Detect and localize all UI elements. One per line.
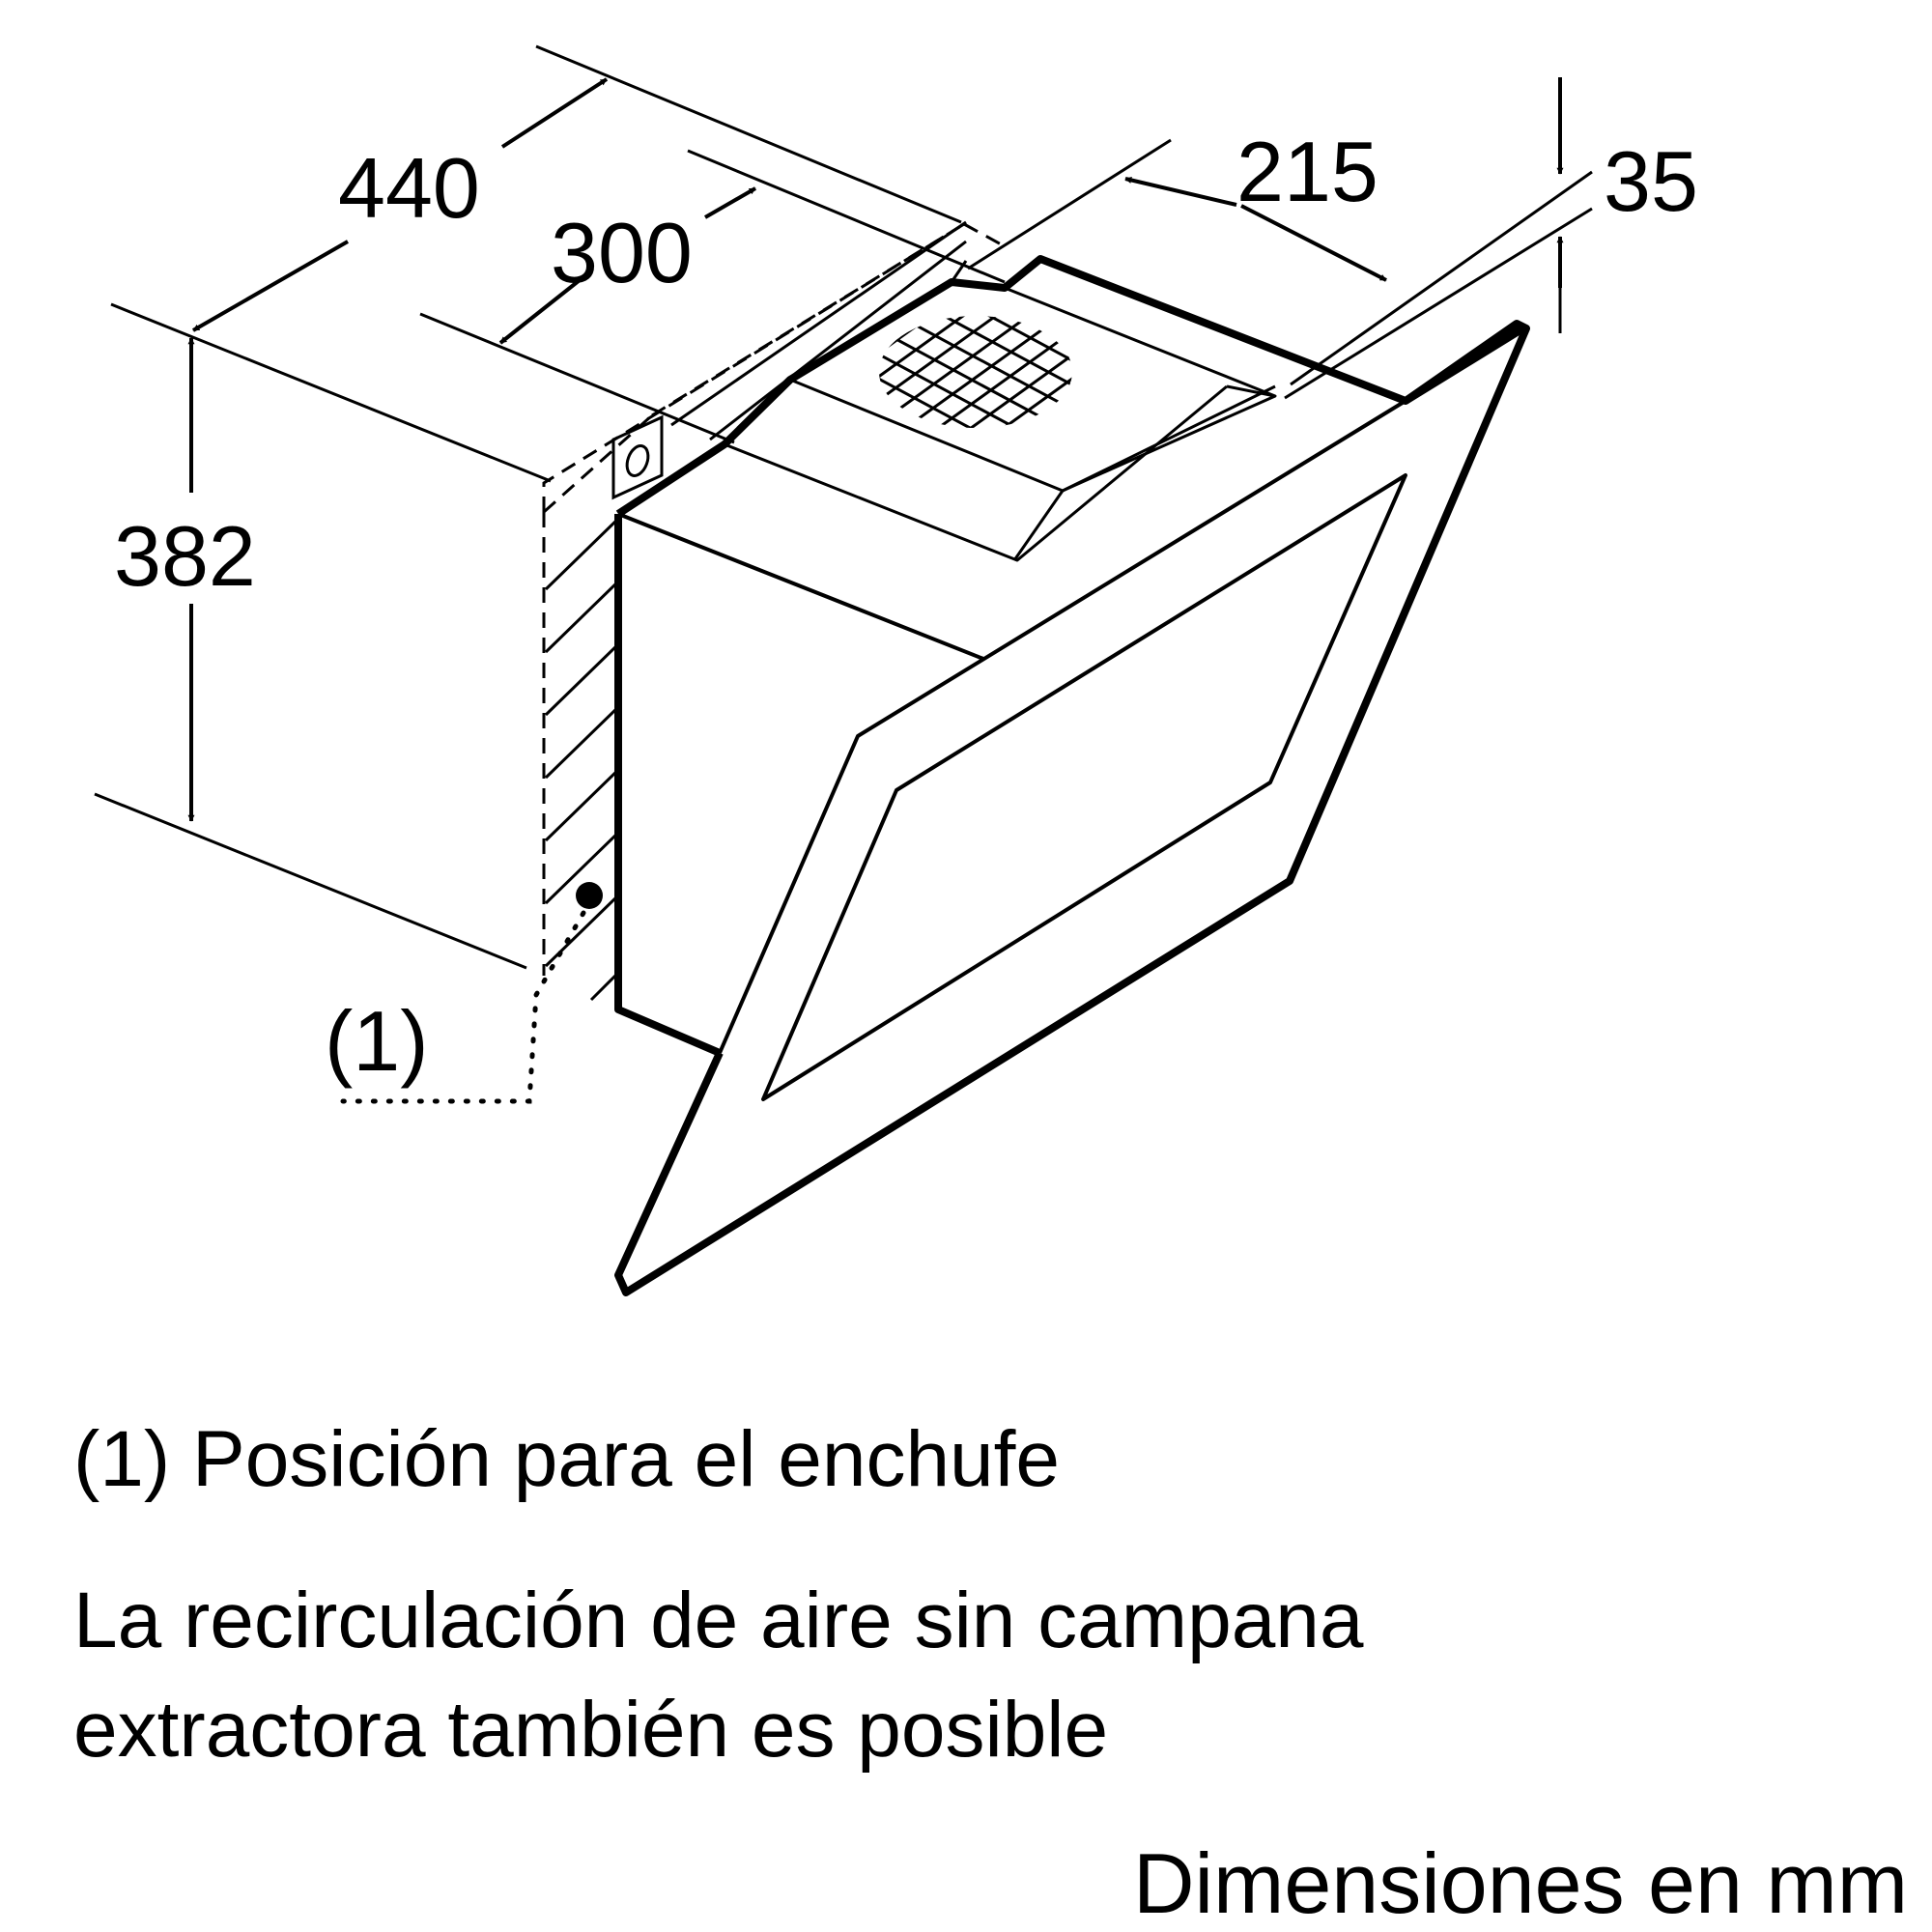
units-label: Dimensiones en mm bbox=[1133, 1835, 1908, 1931]
dimension-label-35: 35 bbox=[1604, 133, 1698, 229]
socket-position: (1) bbox=[325, 882, 603, 1104]
recirculation-note-line1: La recirculación de aire sin campana bbox=[73, 1577, 1364, 1664]
chimney-offset-arrow-right bbox=[1240, 204, 1387, 282]
dimension-label-215: 215 bbox=[1236, 124, 1378, 219]
dimension-arrows bbox=[187, 77, 1564, 822]
dimension-label-382: 382 bbox=[114, 508, 256, 604]
depth-body-arrow-upper bbox=[704, 186, 756, 219]
depth-total-arrow-upper bbox=[500, 77, 609, 149]
dimension-label-300: 300 bbox=[551, 205, 693, 300]
hood-body bbox=[614, 220, 1529, 1057]
socket-marker bbox=[576, 882, 603, 909]
depth-total-arrow-lower bbox=[192, 240, 349, 332]
recirculation-note-line2: extractora también es posible bbox=[73, 1686, 1108, 1774]
callout-marker: (1) bbox=[325, 993, 429, 1089]
glass-panel bbox=[614, 320, 1530, 1296]
extension-lines bbox=[94, 44, 1593, 970]
chimney-offset-arrow bbox=[1124, 177, 1237, 207]
depth-body-arrow-lower bbox=[498, 278, 582, 345]
wall-hatching bbox=[544, 515, 622, 1002]
socket-leader bbox=[340, 910, 586, 1104]
dimension-label-440: 440 bbox=[338, 140, 480, 236]
legend-note: (1) Posición para el enchufe bbox=[73, 1415, 1060, 1503]
wall-mount-outline bbox=[542, 222, 1006, 976]
connector-box bbox=[611, 414, 664, 500]
